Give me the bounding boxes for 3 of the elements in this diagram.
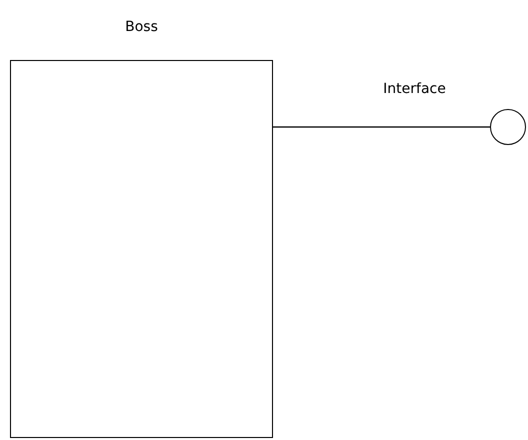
component-name: Boss xyxy=(124,19,159,35)
connector-line xyxy=(273,126,490,128)
interface-circle xyxy=(490,109,526,145)
